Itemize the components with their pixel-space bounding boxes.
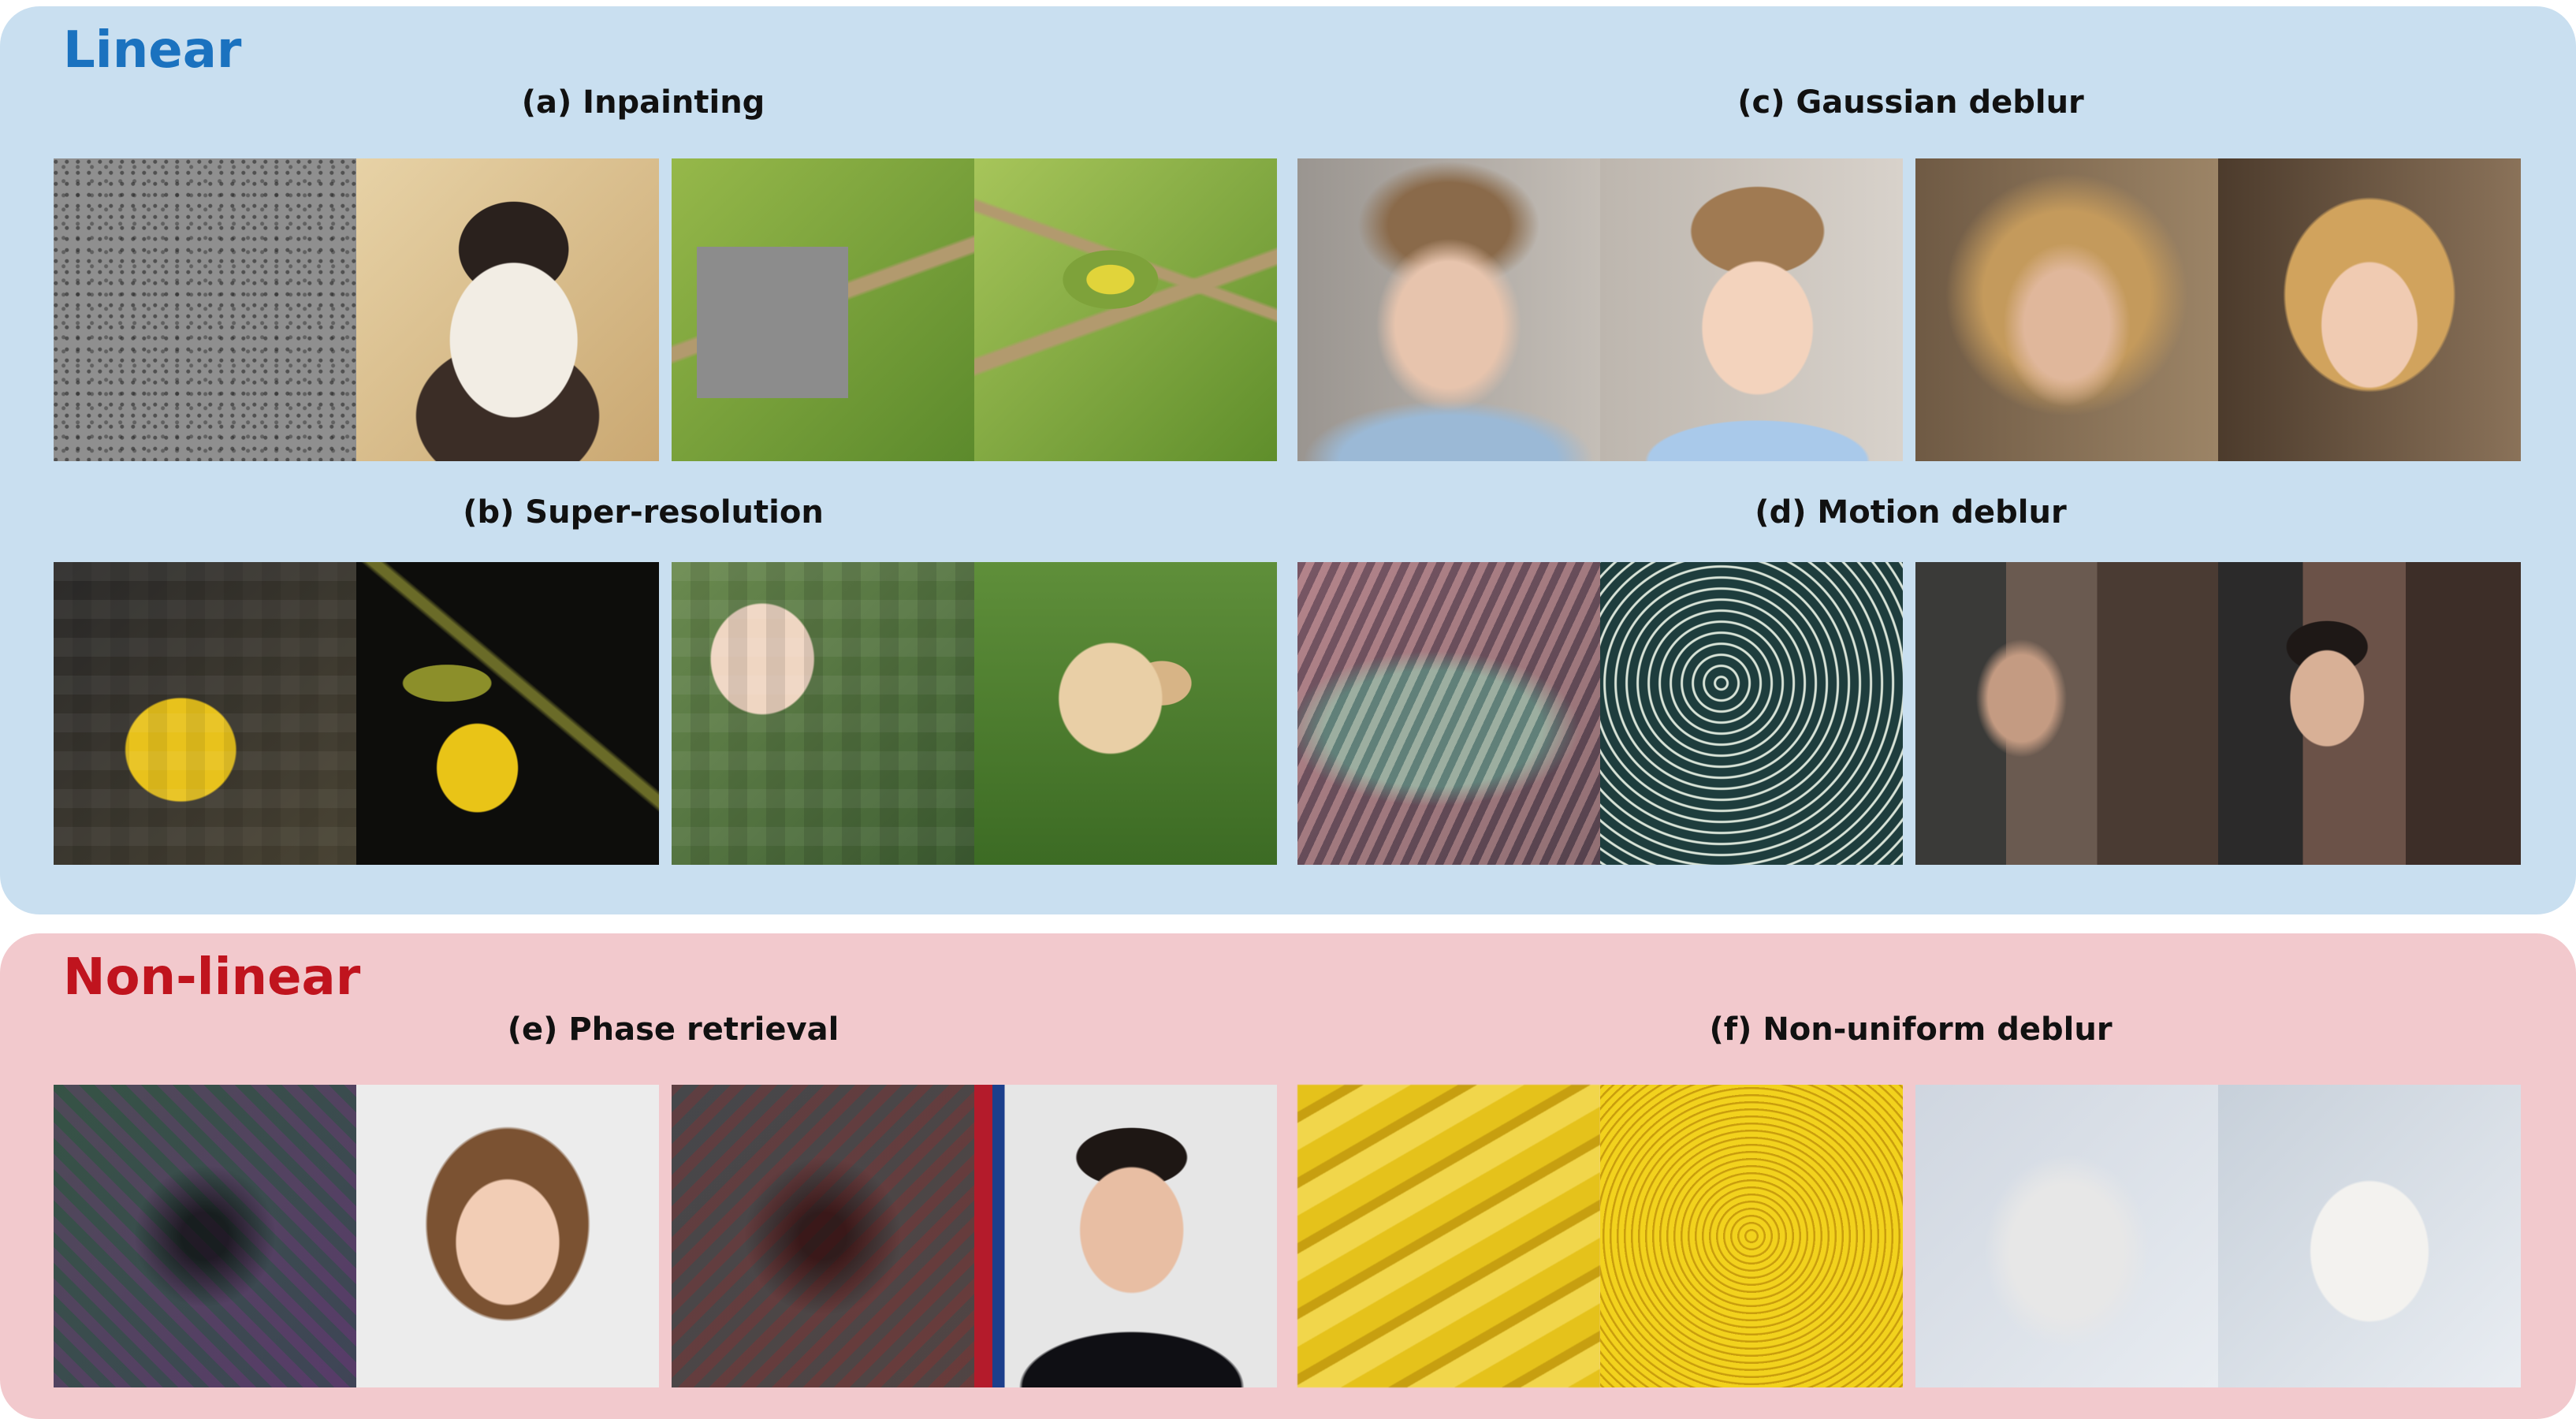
task-title-motion-deblur: (d) Motion deblur [1755,494,2067,531]
non-uniform-deblur-output-image [2218,1085,2521,1387]
phase-retrieval-input-image [672,1085,974,1387]
phase-retrieval-output-image [974,1085,1277,1387]
task-title-phase-retrieval: (e) Phase retrieval [507,1011,839,1048]
task-title-super-resolution: (b) Super-resolution [463,494,824,531]
motion-deblur-pair-2 [1915,562,2521,865]
motion-deblur-input-image [1297,562,1600,865]
super-resolution-pair-2 [672,562,1277,865]
non-uniform-deblur-pair-2 [1915,1085,2521,1387]
inpainting-input-image [54,158,356,461]
motion-deblur-output-image [1600,562,1903,865]
non-uniform-deblur-output-image [1600,1085,1903,1387]
inpainting-row [54,158,1277,461]
gaussian-deblur-input-image [1915,158,2218,461]
phase-retrieval-pair-1 [54,1085,659,1387]
phase-retrieval-input-image [54,1085,356,1387]
task-title-non-uniform-deblur: (f) Non-uniform deblur [1709,1011,2113,1048]
gaussian-deblur-pair-2 [1915,158,2521,461]
inpainting-output-image [356,158,659,461]
gaussian-deblur-input-image [1297,158,1600,461]
gaussian-deblur-output-image [2218,158,2521,461]
gaussian-deblur-row [1297,158,2521,461]
section-title-nonlinear: Non-linear [63,948,361,1007]
motion-deblur-output-image [2218,562,2521,865]
inpainting-output-image [974,158,1277,461]
super-resolution-output-image [356,562,659,865]
motion-deblur-pair-1 [1297,562,1903,865]
gaussian-deblur-pair-1 [1297,158,1903,461]
super-resolution-input-image [672,562,974,865]
non-uniform-deblur-input-image [1915,1085,2218,1387]
non-uniform-deblur-row [1297,1085,2521,1387]
gaussian-deblur-output-image [1600,158,1903,461]
non-uniform-deblur-input-image [1297,1085,1600,1387]
phase-retrieval-row [54,1085,1277,1387]
super-resolution-input-image [54,562,356,865]
inpainting-pair-2 [672,158,1277,461]
linear-panel: Linear (a) Inpainting (c) Gaussian deblu… [0,6,2576,914]
phase-retrieval-output-image [356,1085,659,1387]
motion-deblur-input-image [1915,562,2218,865]
phase-retrieval-pair-2 [672,1085,1277,1387]
super-resolution-row [54,562,1277,865]
inpainting-input-image [672,158,974,461]
task-title-inpainting: (a) Inpainting [521,84,765,121]
section-title-linear: Linear [63,21,242,80]
super-resolution-pair-1 [54,562,659,865]
super-resolution-output-image [974,562,1277,865]
motion-deblur-row [1297,562,2521,865]
task-title-gaussian-deblur: (c) Gaussian deblur [1737,84,2084,121]
non-uniform-deblur-pair-1 [1297,1085,1903,1387]
nonlinear-panel: Non-linear (e) Phase retrieval (f) Non-u… [0,933,2576,1419]
inpainting-pair-1 [54,158,659,461]
